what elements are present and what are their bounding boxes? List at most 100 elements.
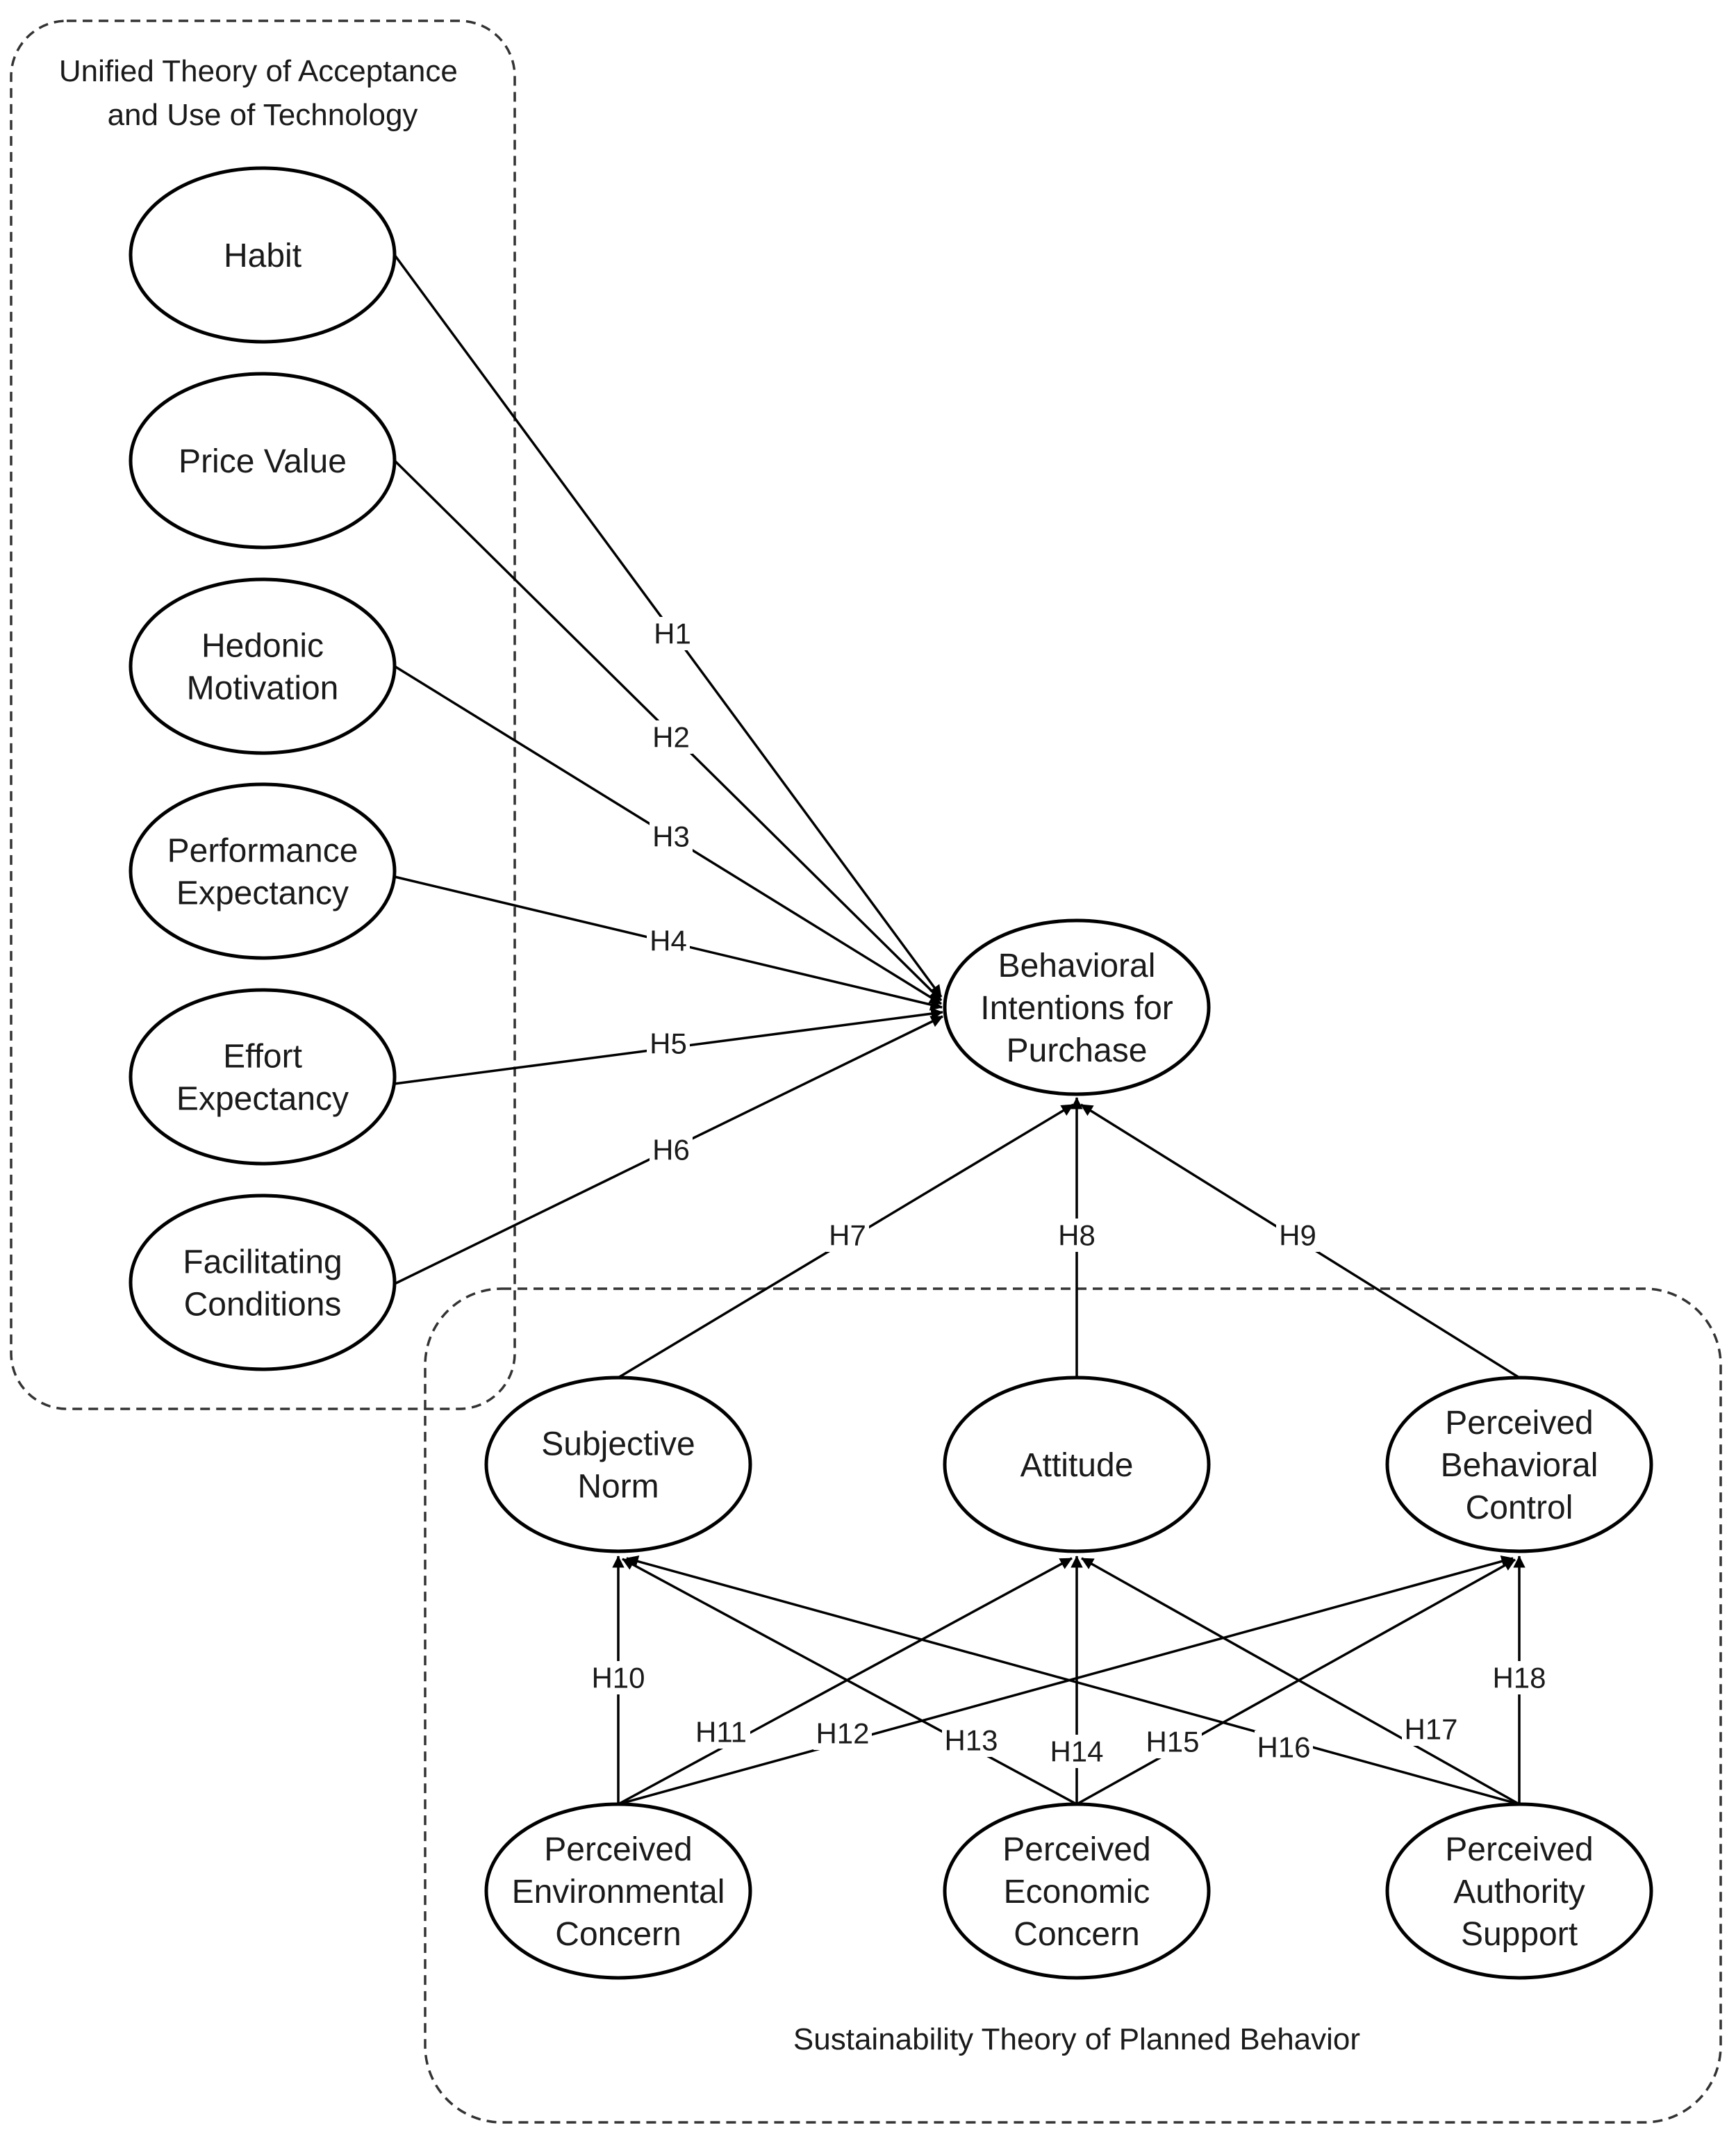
edge-h17-label: H17 (1402, 1712, 1460, 1746)
edge-label-text: H1 (654, 618, 691, 650)
stpb-group-title: Sustainability Theory of Planned Behavio… (793, 2022, 1360, 2056)
node-shape (1385, 1802, 1653, 1980)
node-price-value: Price Value (129, 372, 397, 550)
edge-label-background (826, 1219, 869, 1252)
edge-label-text: H10 (591, 1662, 645, 1694)
edge-label-text: H7 (829, 1219, 866, 1252)
edge-label-background (1255, 1731, 1313, 1764)
edge-h8-label: H8 (1055, 1219, 1098, 1252)
edge-h12-label: H12 (813, 1717, 872, 1750)
utaut-group-title: Unified Theory of Acceptance and Use of … (59, 54, 466, 132)
edge-h6-label: H6 (650, 1133, 693, 1166)
edge-label-background (1490, 1661, 1548, 1694)
edge-h11-label: H11 (692, 1715, 750, 1749)
node-shape (484, 1376, 752, 1553)
edge-label-background (650, 1133, 693, 1166)
edge-h12-arrow (618, 1555, 1514, 1806)
utaut-group-box (10, 19, 516, 1410)
edge-label-text: H2 (652, 721, 690, 754)
edge-label-text: H18 (1492, 1662, 1546, 1694)
edge-label-text: H5 (650, 1027, 687, 1060)
edge-h17-arrow (1081, 1557, 1520, 1806)
node-label: Habit (224, 238, 301, 274)
edge-h13-label: H13 (942, 1724, 1000, 1757)
edge-label-background (942, 1724, 1000, 1757)
edge-label-text: H13 (944, 1724, 998, 1757)
stpb-group-box (424, 1287, 1722, 2124)
edge-label-background (589, 1661, 647, 1694)
edge-label-text: H16 (1257, 1731, 1310, 1764)
edge-h16-arrow (626, 1555, 1520, 1806)
edge-h9-label: H9 (1276, 1219, 1319, 1252)
edge-label-background (650, 720, 693, 754)
node-shape (129, 988, 397, 1166)
node-label: Price Value (179, 443, 347, 480)
edge-label-background (1055, 1219, 1098, 1252)
edge-label-background (651, 617, 694, 650)
node-shape (943, 918, 1211, 1096)
node-shape (129, 577, 397, 755)
edge-label-background (650, 820, 693, 853)
node-shape (484, 1802, 752, 1980)
edge-label-background (1143, 1725, 1202, 1758)
edge-h14-label: H14 (1048, 1735, 1106, 1768)
node-shape (1385, 1376, 1653, 1553)
edge-label-text: H9 (1279, 1219, 1316, 1252)
edge-label-background (1276, 1219, 1319, 1252)
node-shape (129, 166, 397, 344)
node-shape (129, 782, 397, 960)
utaut-group: Unified Theory of Acceptance and Use of … (10, 19, 516, 1410)
edge-label-text: H4 (650, 925, 687, 957)
edge-h15-arrow (1076, 1558, 1516, 1806)
edge-label-text: H3 (652, 820, 690, 853)
node-shape (129, 1194, 397, 1371)
edge-label-background (692, 1715, 750, 1749)
edge-h10-label: H10 (589, 1661, 647, 1694)
node-attitude: Attitude (943, 1376, 1211, 1553)
edge-h15-label: H15 (1143, 1725, 1202, 1758)
edge-label-text: H6 (652, 1134, 690, 1166)
edge-h1-label: H1 (651, 617, 694, 650)
edge-label-text: H17 (1404, 1713, 1457, 1746)
edge-h16-label: H16 (1255, 1731, 1313, 1764)
edge-h4-label: H4 (647, 924, 690, 957)
edge-h18-label: H18 (1490, 1661, 1548, 1694)
node-shape (129, 372, 397, 550)
edge-h7-label: H7 (826, 1219, 869, 1252)
edge-h13-arrow (622, 1558, 1077, 1806)
edge-label-background (813, 1717, 872, 1750)
edge-label-text: H12 (816, 1717, 869, 1750)
edge-h3-label: H3 (650, 820, 693, 853)
edge-h11-arrow (618, 1557, 1073, 1806)
stpb-group: Sustainability Theory of Planned Behavio… (424, 1287, 1722, 2124)
node-label: Attitude (1020, 1447, 1134, 1484)
node-habit: Habit (129, 166, 397, 344)
edge-h5-label: H5 (647, 1027, 690, 1060)
node-shape (943, 1802, 1211, 1980)
node-shape (943, 1376, 1211, 1553)
edge-label-background (1048, 1735, 1106, 1768)
edge-label-background (1402, 1712, 1460, 1746)
edge-label-background (647, 1027, 690, 1060)
edge-label-text: H14 (1050, 1735, 1103, 1768)
